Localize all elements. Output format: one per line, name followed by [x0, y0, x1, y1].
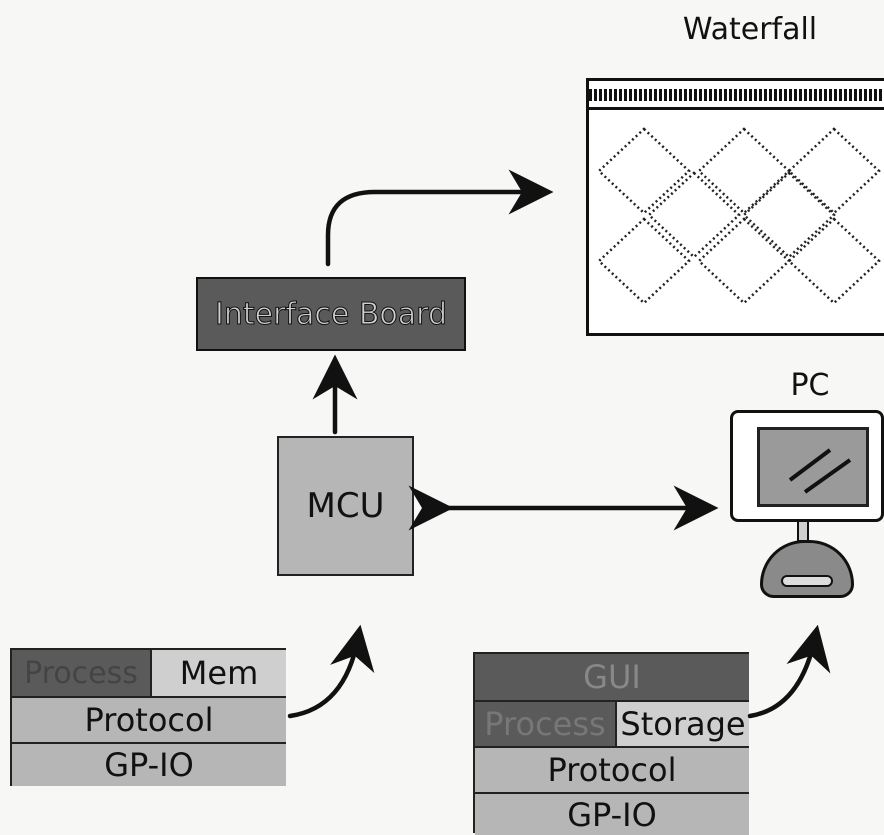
pc-base-slot [781, 575, 833, 587]
mcu-box: MCU [277, 436, 414, 576]
interface-board-label: Interface Board [214, 296, 448, 332]
pc-label: PC [790, 368, 830, 403]
pc-base [760, 540, 854, 598]
pc-screen [757, 427, 869, 507]
screen-glare-icon [788, 448, 852, 494]
waterfall-label: Waterfall [682, 12, 818, 47]
pc-stack-storage: Storage [615, 700, 749, 746]
mcu-label: MCU [306, 486, 385, 526]
pc-stack-gui: GUI [475, 654, 749, 700]
waterfall-divider [589, 107, 884, 110]
interface-board-box: Interface Board [196, 277, 466, 351]
waterfall-display [586, 78, 884, 336]
mcu-stack-mem: Mem [152, 650, 286, 696]
mcu-stack-process: Process [12, 650, 152, 696]
mcu-stack-protocol: Protocol [12, 696, 286, 742]
arrow-interface-to-waterfall [325, 169, 554, 267]
waterfall-pattern [597, 127, 881, 305]
arrow-pc-stack-to-pc [747, 624, 831, 719]
pc-monitor [730, 410, 884, 522]
waterfall-top-bar [589, 89, 884, 101]
pc-stack-gpio: GP-IO [475, 792, 749, 835]
pc-stack: GUI Process Storage Protocol GP-IO [473, 652, 749, 835]
pc-stack-process: Process [475, 700, 615, 746]
arrow-mcu-stack-to-mcu [287, 624, 375, 719]
pc-stack-protocol: Protocol [475, 746, 749, 792]
mcu-stack: Process Mem Protocol GP-IO [10, 648, 286, 786]
mcu-stack-gpio: GP-IO [12, 742, 286, 786]
